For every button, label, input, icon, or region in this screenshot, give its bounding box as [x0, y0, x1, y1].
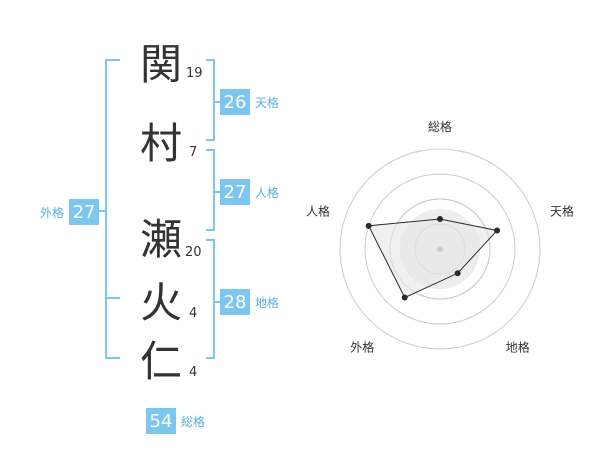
soukaku-label: 総格 [181, 414, 206, 429]
soukaku-badge: 54 総格 [146, 408, 205, 434]
stroke-count-4: 4 [189, 306, 198, 321]
name-char-3: 瀬 [140, 215, 183, 264]
stroke-count-5: 4 [189, 365, 198, 380]
stroke-count-1: 19 [186, 66, 203, 81]
soukaku-value: 54 [146, 408, 176, 434]
tenkaku-badge: 26 天格 [220, 89, 279, 115]
radar-axis-label-1: 総格 [428, 119, 452, 134]
jinkaku-label: 人格 [255, 185, 280, 200]
radar-center [437, 246, 443, 252]
radar-axis-label-3: 地格 [506, 340, 530, 355]
radar-axis-label-2: 天格 [550, 203, 574, 218]
chikaku-value: 28 [220, 289, 250, 315]
radar-point-2 [494, 227, 501, 234]
tenkaku-value: 26 [220, 89, 250, 115]
gaikaku-label: 外格 [40, 205, 65, 220]
radar-axis-label-4: 外格 [350, 340, 374, 355]
name-char-4: 火 [140, 278, 183, 327]
radar-point-5 [365, 222, 372, 229]
name-char-1: 関 [140, 40, 183, 89]
radar-point-1 [437, 216, 443, 222]
jinkaku-badge: 27 人格 [220, 179, 279, 205]
name-char-2: 村 [140, 119, 183, 168]
radar-series-polygon [367, 218, 499, 299]
tenkaku-label: 天格 [255, 95, 280, 110]
radar-point-3 [454, 270, 461, 277]
gaikaku-value: 27 [69, 199, 100, 225]
chikaku-label: 地格 [255, 295, 280, 310]
name-char-5: 仁 [140, 337, 183, 386]
radar-ring-3 [364, 173, 516, 325]
radar-ring-4 [339, 148, 541, 350]
jinkaku-value: 27 [220, 179, 250, 205]
gaikaku-badge: 外格 27 [40, 199, 100, 225]
radar-axis-label-5: 人格 [306, 203, 330, 218]
stroke-count-3: 20 [185, 245, 202, 260]
radar-point-4 [401, 294, 408, 301]
stroke-count-2: 7 [189, 145, 198, 160]
chikaku-badge: 28 地格 [220, 289, 279, 315]
